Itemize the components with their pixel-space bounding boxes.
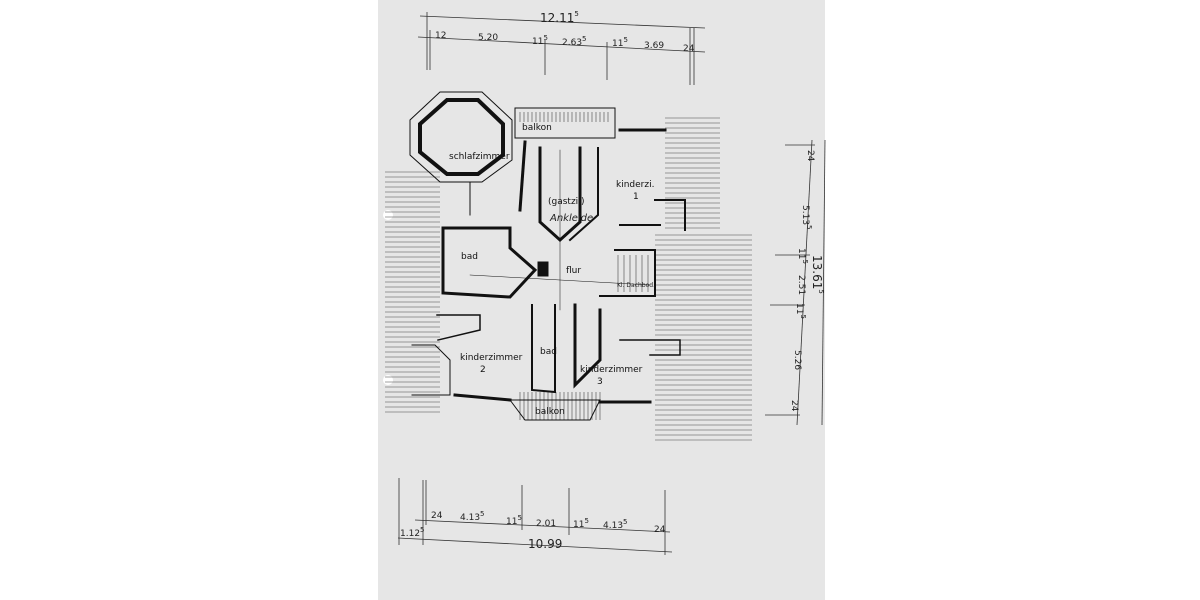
dim-label: 115 [796,248,809,264]
dim-sup: 5 [817,289,825,293]
dim-sup: 5 [801,259,809,263]
dim-sup: 5 [420,526,424,534]
dim-value: 11 [794,303,804,314]
dim-value: 11 [612,39,623,49]
room-label-gastzimmer: (gastzi.) [548,197,585,207]
dim-label: 5.135 [800,205,813,230]
dim-bottom-total: 10.99 [528,537,562,551]
dim-right-total: 13.615 [810,255,825,294]
room-label-balkon: balkon [522,123,552,133]
room-label-dachboden: Kl. Dachbod. [617,282,655,289]
dim-sup: 5 [517,514,521,522]
right-dimension-lines [765,139,826,426]
dim-value: 11 [532,37,543,47]
top-dimension-lines [417,12,706,85]
dim-label: 2.51 [796,275,806,295]
dim-sup: 5 [623,36,627,44]
dim-label: 24 [805,150,815,162]
room-label-kinderzimmer-3: kinderzimmer [580,365,643,375]
dim-value: 1.12 [400,529,420,539]
room-label-kinderzimmer-1: kinderzi. [616,180,654,190]
dim-sup: 5 [574,10,578,18]
punch-hole [383,210,393,220]
dim-label: 12 [435,31,446,41]
dim-label: 5.20 [478,33,498,43]
dim-label: 115 [794,303,807,319]
dim-value: 11 [506,517,517,527]
dim-label: 115 [612,36,628,49]
dim-label: 24 [431,511,443,521]
dim-label: 24 [789,400,799,412]
room-label-flur: flur [566,266,581,276]
room-number: 1 [633,192,639,202]
dim-top-total: 12.115 [540,10,579,25]
dim-value: 11 [796,248,806,259]
dim-value: 4.13 [603,521,623,531]
dim-label: 3.69 [644,41,664,51]
roof-hatching [385,112,752,441]
dim-value: 4.13 [460,513,480,523]
dim-value: 13.61 [810,255,824,289]
room-number: 2 [480,365,486,375]
bottom-dimension-lines [397,478,673,555]
dim-label: 115 [532,34,548,47]
dim-sup: 5 [623,518,627,526]
room-label-bad: bad [461,252,478,262]
dim-label: 4.135 [603,518,628,531]
dim-label: 5.26 [792,350,802,370]
dim-sup: 5 [480,510,484,518]
dim-value: 5.13 [800,205,810,225]
dim-value: 12.11 [540,11,574,25]
room-label-balkon-bottom: balkon [535,407,565,417]
dim-label: 24 [654,525,666,535]
dim-label: 115 [573,517,589,530]
room-label-bad-center: bad [540,347,557,357]
dim-sup: 5 [584,517,588,525]
dim-label: 2.01 [536,519,556,529]
dim-label: 24 [683,44,695,54]
dim-label: 1.125 [400,526,425,539]
room-number: 3 [597,377,603,387]
dim-label: 115 [506,514,522,527]
handwritten-label-ankleide: Ankleide [549,213,593,224]
room-label-kinderzimmer-2: kinderzimmer [460,353,523,363]
dim-sup: 5 [799,314,807,318]
dim-sup: 5 [582,35,586,43]
dim-value: 11 [573,520,584,530]
dim-label: 2.635 [562,35,587,48]
dim-label: 4.135 [460,510,485,523]
room-label-schlafzimmer: schlafzimmer [449,152,510,162]
dim-value: 2.63 [562,38,582,48]
walls [409,91,686,421]
dim-sup: 5 [805,225,813,229]
dim-sup: 5 [543,34,547,42]
punch-hole [383,375,393,385]
